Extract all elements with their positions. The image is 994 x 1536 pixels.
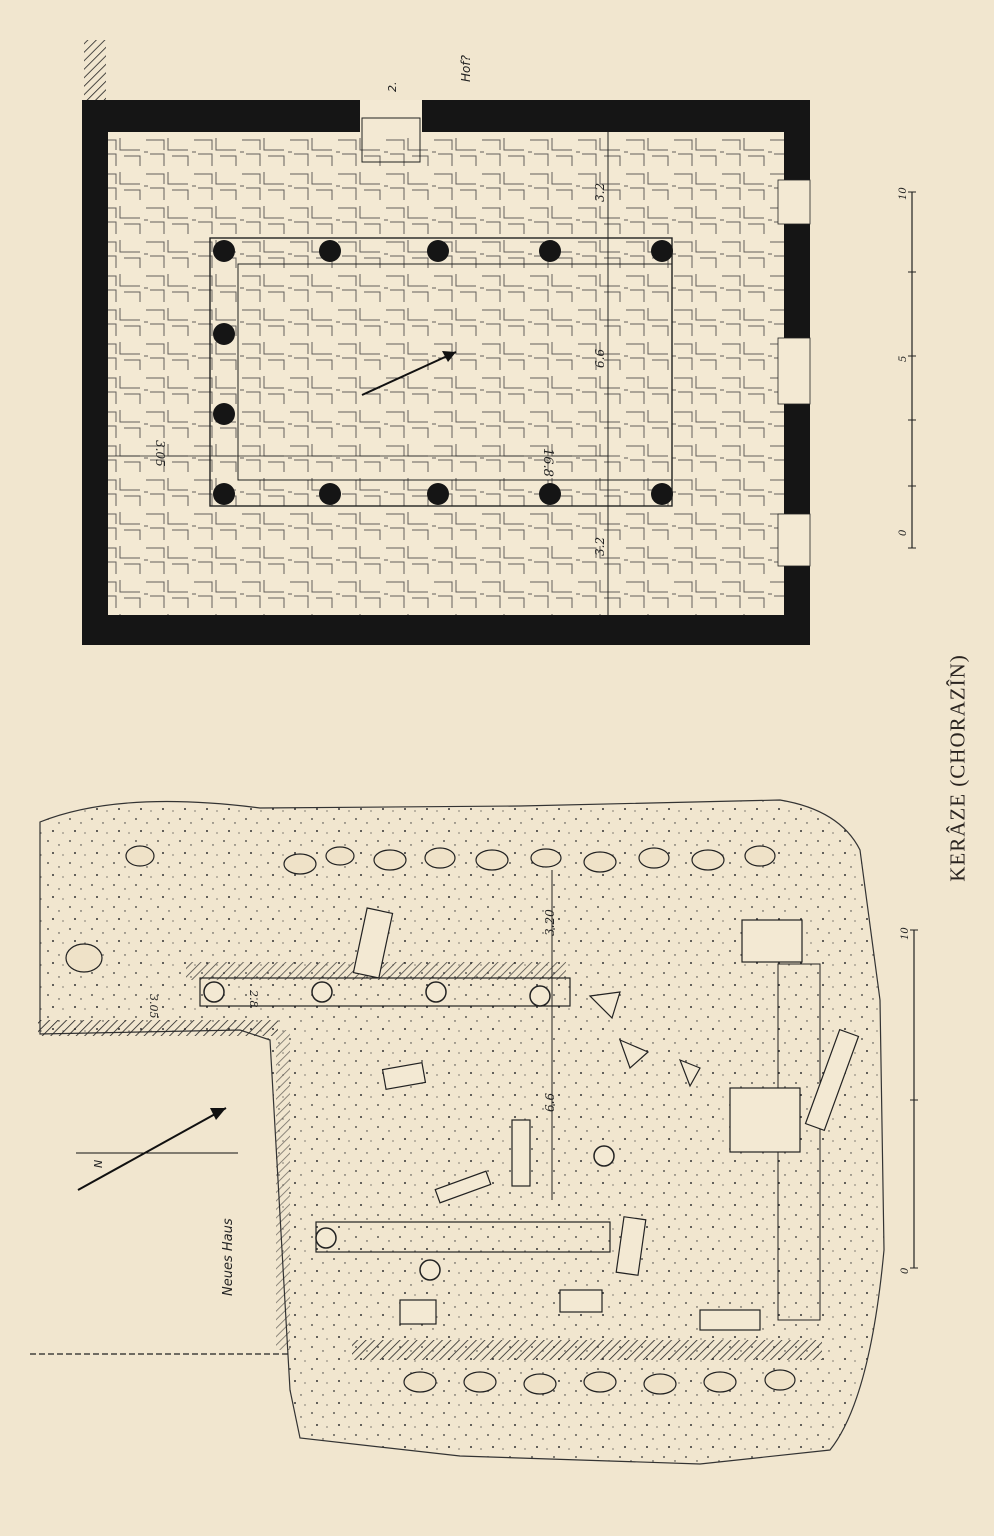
lower-boulders [65, 845, 796, 1395]
upper-north-arrow [361, 351, 457, 396]
lower-columns [203, 981, 615, 1281]
upper-right-opening-1 [777, 179, 811, 225]
lower-dim-side: 2.8 [247, 989, 260, 1008]
upper-north-arrowhead [442, 351, 456, 362]
upper-dim-nave-width: 6.6 [593, 349, 607, 368]
lower-fragments [352, 907, 860, 1331]
lower-block-right-1 [729, 1087, 801, 1153]
upper-scale-ticks [908, 191, 916, 549]
upper-right-opening-3 [777, 513, 811, 567]
upper-nave [237, 263, 673, 481]
lower-wall-bottom-hatch [352, 1340, 822, 1360]
lower-wall-left-vertical-hatch [276, 1030, 290, 1350]
lower-dim-nave-width: 6.6 [543, 1093, 557, 1112]
upper-door-label: 2. [386, 82, 399, 93]
upper-plan: Hof? 2. 3.2 6.6 3.2 16.8 3.05 0 5 10 [82, 40, 916, 645]
lower-north-arrowhead [210, 1108, 226, 1120]
upper-scale-mid: 5 [898, 356, 909, 362]
lower-house-label: Neues Haus [221, 1218, 236, 1296]
lower-scale-end: 10 [900, 927, 911, 940]
upper-hatch-corner [84, 40, 106, 100]
lower-scale-ticks [910, 929, 918, 1269]
upper-scale-end: 10 [898, 187, 909, 200]
lower-plan: Neues Haus N 3.20 6.6 2.8 3.05 0 10 [30, 799, 918, 1465]
upper-right-opening-2 [777, 337, 811, 405]
upper-dim-end-aisle: 3.05 [153, 440, 167, 467]
lower-stylobate-top [199, 977, 571, 1007]
lower-dim-end: 3.05 [147, 994, 160, 1019]
upper-columns [213, 240, 673, 505]
lower-north-label: N [92, 1160, 105, 1168]
upper-door-threshold [361, 117, 421, 163]
upper-scale-start: 0 [898, 529, 909, 536]
lower-north-arrow [77, 1107, 227, 1191]
upper-dim-nave-length: 16.8 [540, 448, 555, 477]
lower-wall-left-hatch [38, 1020, 278, 1036]
plate-caption: KERÂZE (CHORAZÎN) [945, 654, 970, 882]
lower-block-right-2 [741, 919, 803, 963]
upper-court-label: Hof? [459, 54, 473, 82]
upper-dim-aisle-right: 3.2 [593, 537, 607, 556]
upper-doorway [360, 100, 422, 134]
upper-dim-aisle-left: 3.2 [593, 183, 607, 202]
lower-scale-start: 0 [900, 1267, 911, 1274]
lower-dim-aisle-top: 3.20 [543, 909, 557, 936]
